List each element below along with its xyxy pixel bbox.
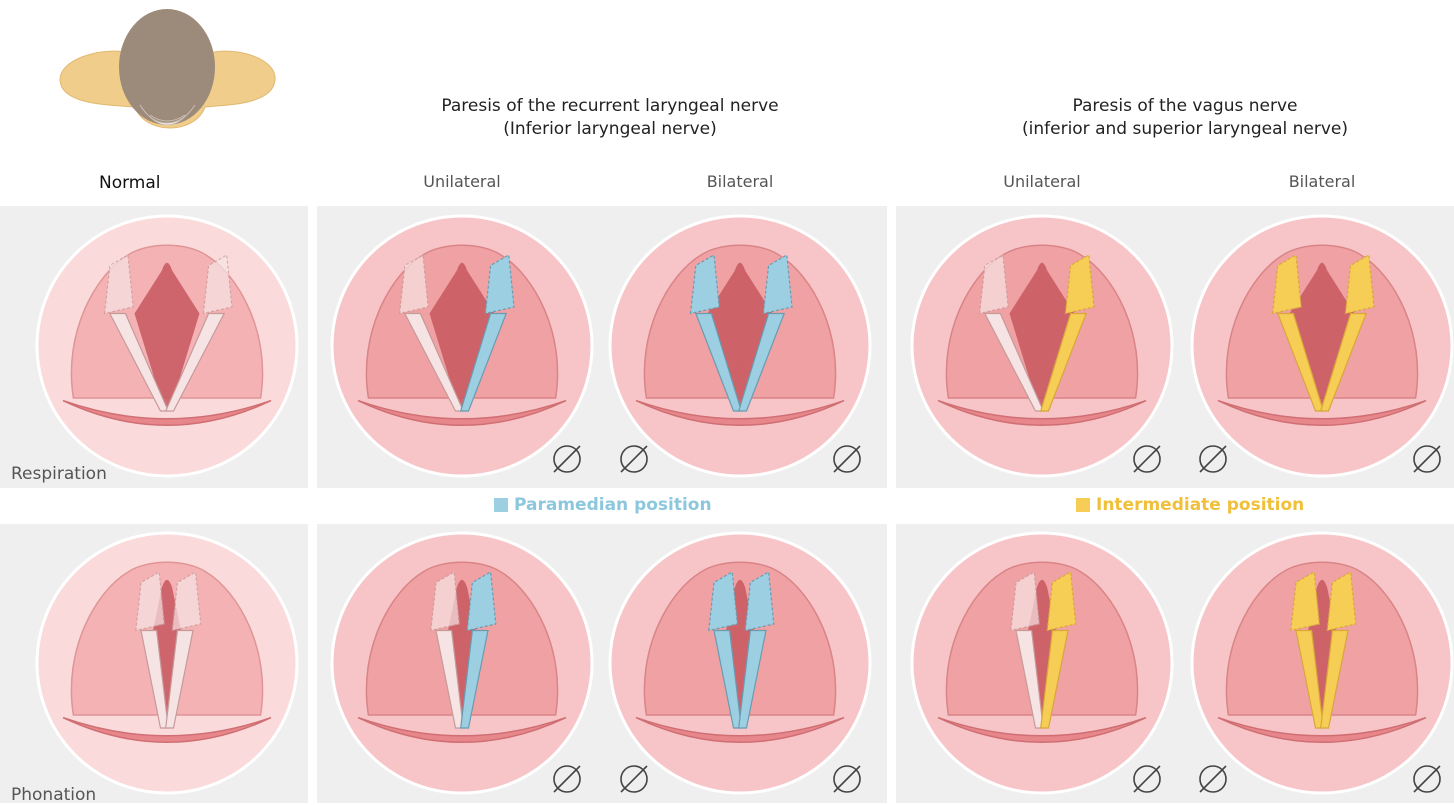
legend-intermediate-swatch [1076, 498, 1090, 512]
legend-paramedian-swatch [494, 498, 508, 512]
legend-intermediate-label: Intermediate position [1096, 495, 1304, 515]
head-top-view-icon [55, 5, 280, 150]
null-symbol-icon [1410, 442, 1444, 476]
null-symbol-icon [1410, 762, 1444, 796]
null-symbol-icon [1196, 442, 1230, 476]
null-symbol-icon [617, 442, 651, 476]
larynx-vagus-bilateral-phonation [1187, 528, 1454, 798]
recurrent-unilateral-label: Unilateral [422, 172, 502, 191]
larynx-normal-phonation [32, 528, 302, 798]
null-symbol-icon [550, 442, 584, 476]
null-symbol-icon [830, 762, 864, 796]
larynx-recurrent-unilateral-respiration [327, 211, 597, 481]
recurrent-bilateral-label: Bilateral [700, 172, 780, 191]
normal-column-label: Normal [99, 173, 161, 193]
larynx-recurrent-unilateral-phonation [327, 528, 597, 798]
vagus-bilateral-label: Bilateral [1282, 172, 1362, 191]
null-symbol-icon [550, 762, 584, 796]
null-symbol-icon [1130, 442, 1164, 476]
legend-paramedian-label: Paramedian position [514, 495, 712, 515]
null-symbol-icon [1130, 762, 1164, 796]
larynx-vagus-bilateral-respiration [1187, 211, 1454, 481]
larynx-vagus-unilateral-respiration [907, 211, 1177, 481]
legend-intermediate: Intermediate position [1076, 495, 1304, 515]
vagus-unilateral-label: Unilateral [1002, 172, 1082, 191]
null-symbol-icon [617, 762, 651, 796]
vagus-header-subtitle: (inferior and superior laryngeal nerve) [970, 118, 1400, 141]
larynx-recurrent-bilateral-phonation [605, 528, 875, 798]
null-symbol-icon [830, 442, 864, 476]
null-symbol-icon [1196, 762, 1230, 796]
legend-paramedian: Paramedian position [494, 495, 712, 515]
larynx-normal-respiration [32, 211, 302, 481]
recurrent-header-subtitle: (Inferior laryngeal nerve) [400, 118, 820, 141]
larynx-vagus-unilateral-phonation [907, 528, 1177, 798]
larynx-recurrent-bilateral-respiration [605, 211, 875, 481]
recurrent-header-title: Paresis of the recurrent laryngeal nerve [400, 95, 820, 118]
vagus-header-title: Paresis of the vagus nerve [970, 95, 1400, 118]
